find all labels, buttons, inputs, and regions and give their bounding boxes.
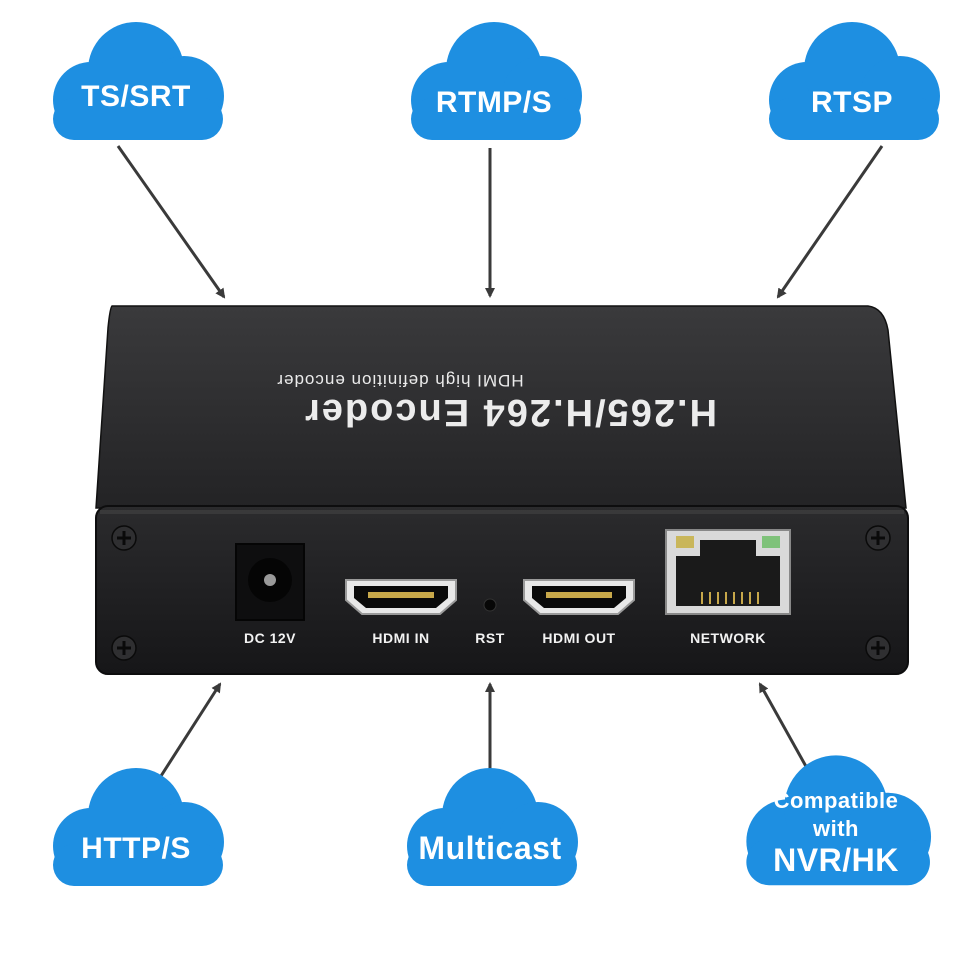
cloud-multicast	[407, 768, 578, 886]
label-multicast: Multicast	[418, 830, 562, 866]
hdmi-in-port	[345, 579, 457, 615]
hdmi-out-port	[523, 579, 635, 615]
arrow-ts-srt	[116, 145, 226, 299]
arrow-http-s	[150, 682, 222, 791]
dc-power-jack	[235, 543, 305, 621]
label-rst: RST	[475, 630, 505, 646]
arrows	[116, 145, 884, 791]
label-rtmp-s: RTMP/S	[435, 86, 553, 119]
device-subtitle: HDMI high definition encoder	[276, 371, 524, 390]
device-title: H.265/H.264 Encoder	[303, 391, 717, 433]
label-hdmi-out: HDMI OUT	[542, 630, 616, 646]
network-rj45-port	[665, 529, 791, 615]
label-ts-srt: TS/SRT	[81, 80, 191, 113]
cloud-rtsp	[769, 22, 940, 140]
label-nvr-line1: Compatible	[773, 788, 899, 813]
label-rtsp: RTSP	[810, 86, 893, 119]
cloud-http-s	[53, 768, 224, 886]
label-hdmi-in: HDMI IN	[372, 630, 430, 646]
activity-led	[762, 536, 780, 548]
label-dc-12v: DC 12V	[243, 630, 297, 646]
label-network: NETWORK	[690, 630, 766, 646]
cloud-rtmp-s	[411, 22, 582, 140]
arrow-rtsp	[776, 145, 884, 299]
label-http-s: HTTP/S	[81, 832, 191, 865]
label-nvr-line2: with	[813, 816, 859, 841]
arrow-nvr	[758, 682, 810, 771]
device-top-surface	[95, 305, 907, 509]
label-nvr-line3: NVR/HK	[773, 842, 899, 878]
encoder-device	[95, 305, 909, 675]
link-led	[676, 536, 694, 548]
reset-button	[483, 598, 497, 612]
